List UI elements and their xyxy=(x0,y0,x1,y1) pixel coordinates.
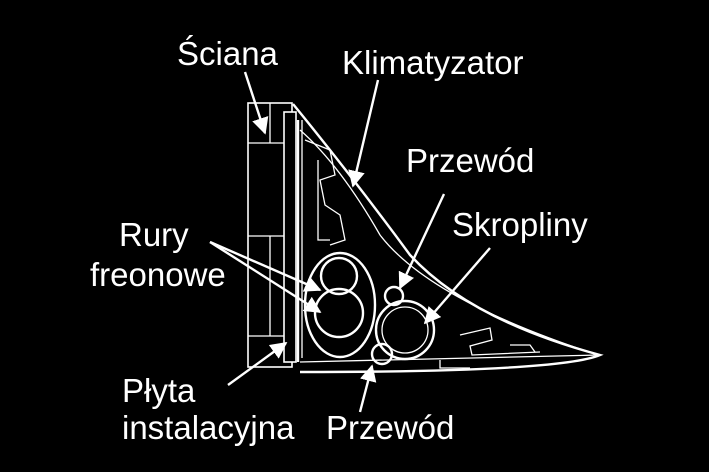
label-pipes-line1: Rury xyxy=(119,216,189,253)
installation-plate xyxy=(296,120,303,362)
label-plate-line2: instalacyjna xyxy=(122,409,295,446)
label-cable-bottom: Przewód xyxy=(326,409,454,446)
label-plate-line1: Płyta xyxy=(122,372,196,409)
cable-bottom xyxy=(370,342,394,366)
label-pipes-line2: freonowe xyxy=(90,256,226,293)
label-wall: Ściana xyxy=(177,34,279,72)
leader-lines xyxy=(209,71,491,413)
refrigerant-pipes xyxy=(303,251,377,359)
air-conditioner-housing xyxy=(292,103,604,374)
cable-top xyxy=(383,285,405,307)
label-air-conditioner: Klimatyzator xyxy=(342,44,524,81)
label-cable-top: Przewód xyxy=(406,142,534,179)
wall xyxy=(247,102,297,368)
label-condensate: Skropliny xyxy=(452,206,588,243)
condensate-pipe xyxy=(374,299,436,361)
